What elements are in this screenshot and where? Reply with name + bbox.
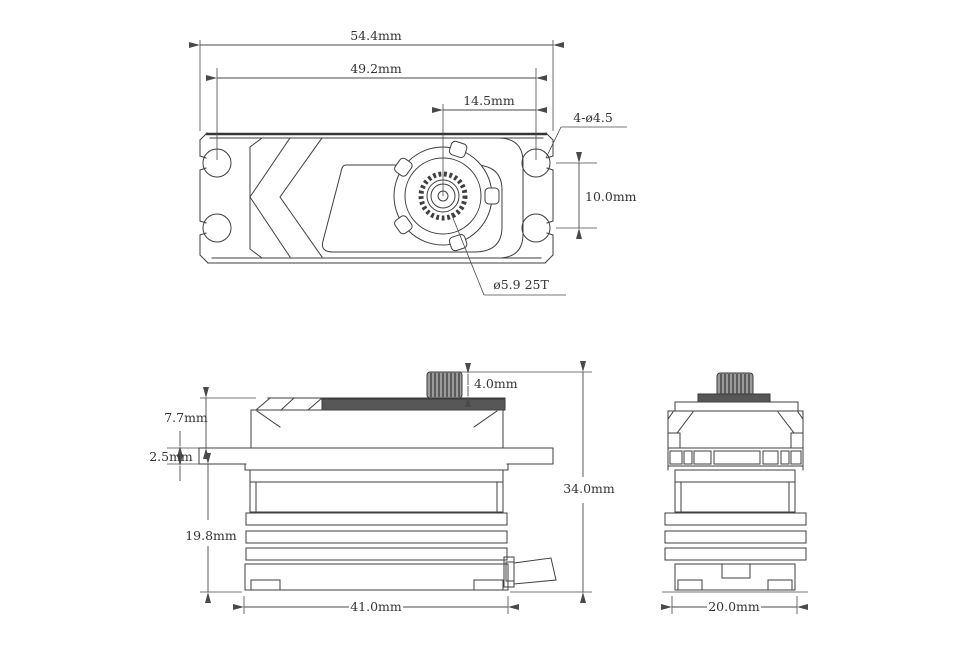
cooling-fin bbox=[664, 512, 807, 526]
side-view bbox=[662, 372, 808, 593]
dim-spline-height-label: 4.0mm bbox=[474, 376, 518, 391]
spline-gear-housing bbox=[393, 140, 500, 252]
mount-hole-spec-label: 4-ø4.5 bbox=[573, 110, 613, 125]
dim-body-depth-label: 20.0mm bbox=[708, 599, 760, 614]
front-view-dimensions: 4.0mm 7.7mm 2.5mm 19.8mm 34.0mm 41.0mm bbox=[149, 361, 615, 614]
dim-lower-height-label: 19.8mm bbox=[185, 528, 237, 543]
front-lid-plate bbox=[321, 398, 506, 411]
dim-upper-height-label: 7.7mm bbox=[164, 410, 208, 425]
side-view-dimensions: 20.0mm bbox=[661, 596, 808, 614]
chevron-groove-outer bbox=[249, 137, 291, 258]
cooling-fin bbox=[245, 547, 508, 561]
mount-hole-bottom-right bbox=[521, 213, 551, 243]
front-view bbox=[198, 371, 557, 591]
cooling-fin bbox=[245, 512, 508, 526]
spline-teeth-25t bbox=[418, 171, 468, 221]
top-view bbox=[199, 104, 554, 264]
dim-tab-thickness-label: 2.5mm bbox=[149, 449, 193, 464]
dim-body-width-label: 41.0mm bbox=[350, 599, 402, 614]
spline-base-plate bbox=[697, 393, 771, 403]
dim-hole-span-label: 49.2mm bbox=[350, 61, 402, 76]
dim-total-height-label: 34.0mm bbox=[563, 481, 615, 496]
chevron-groove-inner bbox=[279, 137, 323, 258]
spline-spec-label: ø5.9 25T bbox=[493, 277, 549, 292]
dim-spline-offset-label: 14.5mm bbox=[463, 93, 515, 108]
dim-hole-spacing-label: 10.0mm bbox=[585, 189, 637, 204]
top-view-dimensions: 54.4mm 49.2mm 14.5mm 4-ø4.5 10.0mm ø5.9 … bbox=[189, 28, 637, 296]
cooling-fin bbox=[664, 547, 807, 561]
front-spline bbox=[426, 371, 463, 399]
mount-hole-bottom-left bbox=[202, 213, 232, 243]
dim-overall-width-label: 54.4mm bbox=[350, 28, 402, 43]
wire-connector bbox=[503, 556, 557, 588]
cooling-fin bbox=[245, 530, 508, 544]
cooling-fin bbox=[664, 530, 807, 544]
